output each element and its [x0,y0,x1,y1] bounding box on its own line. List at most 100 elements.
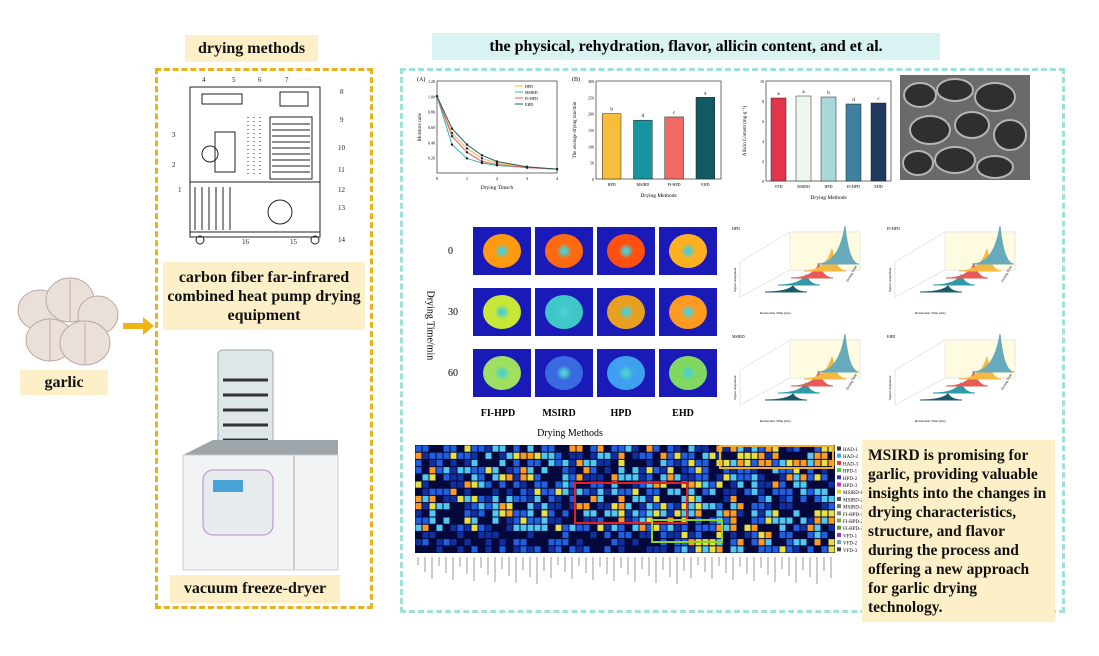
part-10: 10 [338,144,346,152]
nmr-panel-title: MSIRD [732,334,745,339]
heatmap-row-label: HPD-1 [843,470,858,475]
heatmap-cell [744,539,751,546]
nmr-panel-title: EHD [887,334,895,339]
heatmap-cell [828,452,835,459]
heatmap-cell [828,517,835,524]
heatmap-cell [814,517,821,524]
heatmap-cell [653,445,660,452]
part-5: 5 [232,76,236,84]
row-color-key [837,504,841,509]
heatmap-cell [583,524,590,531]
heatmap-cell [765,452,772,459]
heatmap-cell [527,488,534,495]
bar-MSIRD [795,95,812,182]
heatmap-cell [793,495,800,503]
heatmap-cell [429,531,436,539]
heatmap-cell [485,517,492,524]
heatmap-cell [506,531,513,539]
heatmap-cell [422,474,429,481]
nmr-peak [816,225,860,265]
y-tick-label: 250 [588,95,594,100]
heatmap-cell [450,546,457,553]
heatmap-cell [590,539,597,546]
y-tick-label: 0.40 [428,140,435,145]
heatmap-cell [499,503,506,510]
heatmap-cell [604,474,611,481]
x-tick-label: 1 [466,176,468,181]
heatmap-cell [814,531,821,539]
heatmap-cell [751,539,758,546]
heatmap-cell [583,531,590,539]
nmr-peak [803,248,847,272]
heatmap-cell [751,495,758,503]
heatmap-cell [695,481,702,488]
heatmap-cell [772,488,779,495]
y-tick-label: 0 [592,177,594,182]
part-9: 9 [340,116,344,124]
heatmap-cell [604,481,611,488]
heatmap-cell [709,495,716,503]
heatmap-cell [415,488,422,495]
heatmap-cell [772,481,779,488]
heatmap-cell [772,445,779,452]
heatmap-cell [520,517,527,524]
heatmap-cell [618,510,625,517]
heatmap-cell [800,546,807,553]
heatmap-cell [541,467,548,474]
heatmap-cell [583,488,590,495]
heatmap-cell [681,474,688,481]
heatmap-cell [485,495,492,503]
heatmap-cell [681,445,688,452]
plot-frame [595,80,722,180]
heatmap-cell [688,503,695,510]
heatmap-cell [618,503,625,510]
heatmap-cell [576,481,583,488]
heatmap-cell [597,517,604,524]
heatmap-cell [422,546,429,553]
heatmap-cell [422,452,429,459]
heatmap-cell [569,546,576,553]
heatmap-cell [744,488,751,495]
heatmap-cell [457,467,464,474]
heatmap-cell [527,531,534,539]
bar-letter: a [704,91,707,96]
heatmap-cell [653,546,660,553]
nmr-peak [777,381,821,394]
heatmap-cell [527,445,534,452]
heatmap-cell [534,539,541,546]
heatmap-cell [744,474,751,481]
heatmap-cell [716,546,723,553]
heatmap-cell [478,495,485,503]
heatmap-cell [422,503,429,510]
part-1: 1 [178,186,182,194]
heatmap-cell [681,481,688,488]
part-6: 6 [258,76,262,84]
heatmap-cell [646,481,653,488]
heatmap-cell [492,503,499,510]
heatmap-cell [534,445,541,452]
heatmap-cell [443,467,450,474]
heatmap-cell [527,452,534,459]
heatmap-cell [688,524,695,531]
heatmap-cell [730,488,737,495]
heatmap-cell [583,452,590,459]
heatmap-cell [555,481,562,488]
heatmap-cell [611,452,618,459]
heatmap-cell [758,481,765,488]
y-axis-label: Allicin Content (mg·g⁻¹) [742,106,748,157]
heatmap-cell [457,517,464,524]
heatmap-cell [695,524,702,531]
y-tick-label: 200 [588,112,594,117]
heatmap-cell [709,510,716,517]
heatmap-cell [464,546,471,553]
heatmap-cell [786,459,793,467]
nmr-peak [764,285,808,293]
mri-image [597,349,655,397]
nmr-peak [777,273,821,286]
heatmap-cell [562,474,569,481]
heatmap-cell [513,481,520,488]
heatmap-cell [485,546,492,553]
heatmap-cell [744,495,751,503]
heatmap-cell [639,539,646,546]
